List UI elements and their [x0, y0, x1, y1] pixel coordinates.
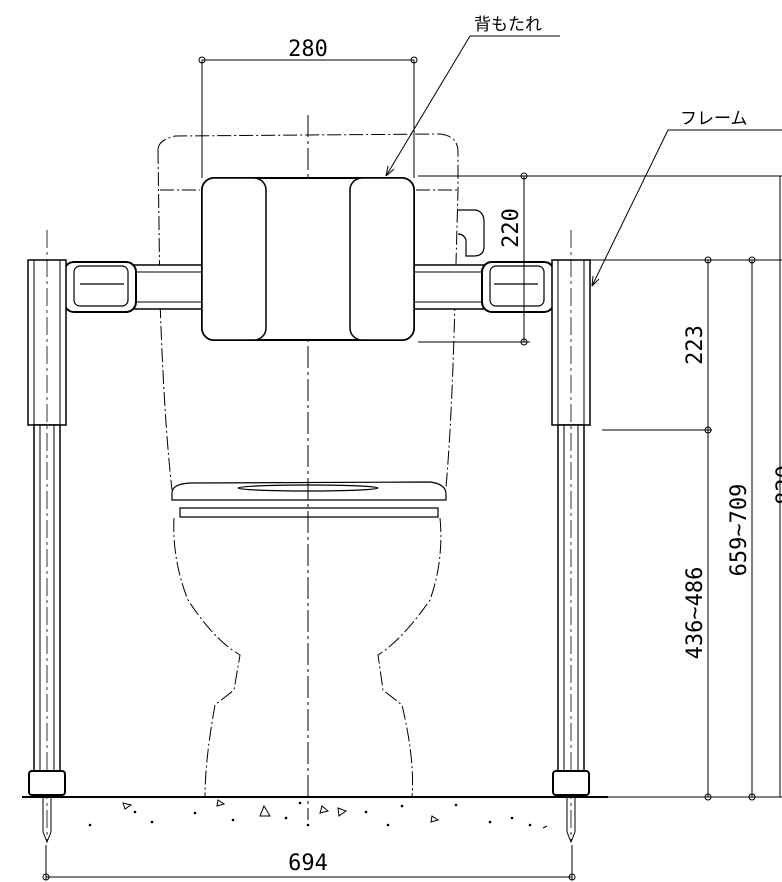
backrest: [201, 177, 415, 341]
right-frame-post: [551, 230, 591, 844]
dim-height-range-1: 659~709: [727, 484, 752, 577]
dim-height-range-2: 436~486: [683, 567, 708, 660]
dim-backrest-height: 220: [499, 208, 524, 248]
dim-base-width: 694: [288, 851, 328, 876]
concrete-hatching: [88, 799, 548, 829]
toilet-outline: [157, 133, 459, 798]
flush-lever: [457, 209, 485, 257]
toilet-seat: [171, 481, 447, 518]
dim-frame-top: 223: [683, 325, 708, 365]
left-bracket: [63, 261, 137, 313]
dim-backrest-width: 280: [288, 37, 328, 62]
backrest-label: 背もたれ: [474, 15, 542, 35]
left-frame-post: [27, 230, 67, 844]
dim-total-height: 820: [773, 465, 782, 505]
dimension-lines: [42, 56, 782, 881]
right-bracket: [481, 261, 555, 313]
leader-lines: [385, 35, 782, 287]
frame-label: フレーム: [680, 109, 748, 129]
